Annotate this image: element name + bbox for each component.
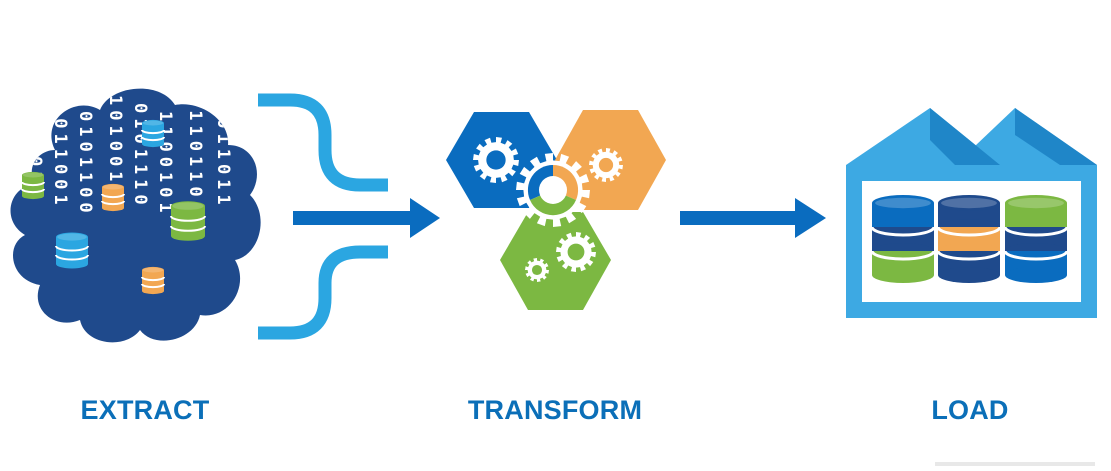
transform-gears-icon bbox=[446, 110, 666, 310]
arrow-extract-to-transform bbox=[293, 198, 440, 238]
funnel-bottom-curve bbox=[258, 245, 388, 340]
warehouse-roof-shadow-left bbox=[930, 108, 1000, 165]
binary-column: 0101100 bbox=[75, 111, 95, 218]
gear-icon bbox=[525, 258, 549, 282]
cloud-shape bbox=[10, 88, 261, 343]
database-icon bbox=[55, 232, 89, 269]
database-icon bbox=[21, 119, 206, 295]
gear-icon bbox=[473, 137, 519, 183]
funnel-top-curve bbox=[258, 93, 388, 192]
binary-column: 1011001 bbox=[50, 103, 70, 210]
arrow-transform-to-load bbox=[680, 198, 826, 238]
gear-icon bbox=[556, 232, 596, 272]
funnel-arrows bbox=[258, 93, 440, 340]
warehouse-icon bbox=[846, 108, 1097, 318]
stage-label-extract: EXTRACT bbox=[80, 395, 210, 425]
gear-icon bbox=[589, 148, 623, 182]
database-icon bbox=[870, 195, 936, 283]
stage-label-transform: TRANSFORM bbox=[467, 395, 643, 425]
watermark-stripe bbox=[935, 462, 1095, 466]
database-icon bbox=[170, 201, 206, 241]
warehouse-roof-shadow-right bbox=[1015, 108, 1097, 165]
gear-icon bbox=[516, 153, 590, 227]
database-icon bbox=[141, 119, 165, 148]
database-icon bbox=[101, 183, 125, 212]
database-icon bbox=[141, 266, 165, 295]
hexagon-green bbox=[500, 212, 611, 310]
database-icon bbox=[1003, 195, 1069, 283]
binary-column: 1011011 bbox=[213, 103, 233, 210]
binary-column: 1010010 bbox=[105, 95, 125, 202]
binary-column: 0101110 bbox=[130, 103, 150, 210]
binary-column: 0110110 bbox=[185, 95, 205, 202]
stage-label-load: LOAD bbox=[931, 395, 1009, 425]
database-icon bbox=[21, 171, 45, 200]
database-icon bbox=[936, 195, 1002, 283]
